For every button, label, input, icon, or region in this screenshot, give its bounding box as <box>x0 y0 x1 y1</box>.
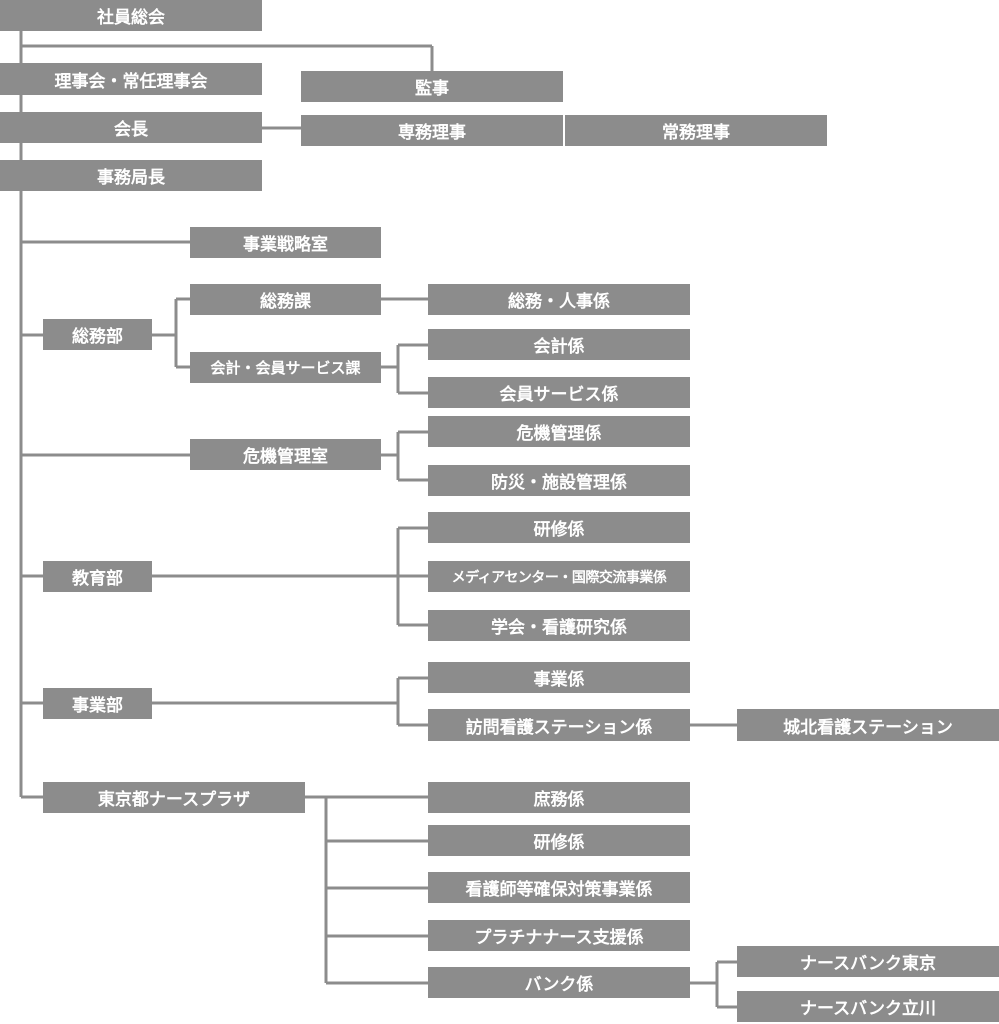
node-kiki-kanri-kakari: 危機管理係 <box>428 416 690 447</box>
node-kaicho: 会長 <box>0 112 262 143</box>
node-kyoikubu: 教育部 <box>43 561 152 592</box>
node-kenshu-kakari: 研修係 <box>428 512 690 543</box>
node-media-center-kakari: メディアセンター・国際交流事業係 <box>428 561 690 592</box>
node-jigyo-senryaku-shitsu: 事業戦略室 <box>190 227 381 258</box>
node-nurse-bank-tokyo: ナースバンク東京 <box>737 946 999 977</box>
node-gakkai-kango-kenkyu-kakari: 学会・看護研究係 <box>428 610 690 641</box>
node-jigyo-kakari: 事業係 <box>428 662 690 693</box>
node-kangoshi-kakuho-kakari: 看護師等確保対策事業係 <box>428 872 690 903</box>
node-senmu-riji: 専務理事 <box>301 115 563 146</box>
node-somuka: 総務課 <box>190 284 381 315</box>
node-jigyobu: 事業部 <box>43 688 152 719</box>
node-rijikai: 理事会・常任理事会 <box>0 63 262 95</box>
node-somu-jinji-kakari: 総務・人事係 <box>428 284 690 315</box>
node-nurse-bank-tachikawa: ナースバンク立川 <box>737 991 999 1022</box>
node-bosai-shisetsu-kakari: 防災・施設管理係 <box>428 465 690 496</box>
node-johoku-kango-station: 城北看護ステーション <box>737 709 999 741</box>
node-shain-sokai: 社員総会 <box>0 0 262 31</box>
node-nurse-plaza: 東京都ナースプラザ <box>43 782 305 813</box>
node-jomu-riji: 常務理事 <box>565 115 827 146</box>
node-kiki-kanri-shitsu: 危機管理室 <box>190 439 381 470</box>
node-platinum-nurse-kakari: プラチナナース支援係 <box>428 920 690 951</box>
node-jimukyokucho: 事務局長 <box>0 160 262 191</box>
node-somubu: 総務部 <box>43 319 152 350</box>
node-bank-kakari: バンク係 <box>428 967 690 998</box>
node-shomu-kakari: 庶務係 <box>428 782 690 813</box>
node-kaikei-kakari: 会計係 <box>428 329 690 360</box>
node-plaza-kenshu-kakari: 研修係 <box>428 825 690 856</box>
node-homon-kango-kakari: 訪問看護ステーション係 <box>428 709 690 741</box>
node-kaikei-kaiin-service-ka: 会計・会員サービス課 <box>190 352 381 383</box>
node-kaiin-service-kakari: 会員サービス係 <box>428 377 690 408</box>
node-kanji: 監事 <box>301 71 563 102</box>
